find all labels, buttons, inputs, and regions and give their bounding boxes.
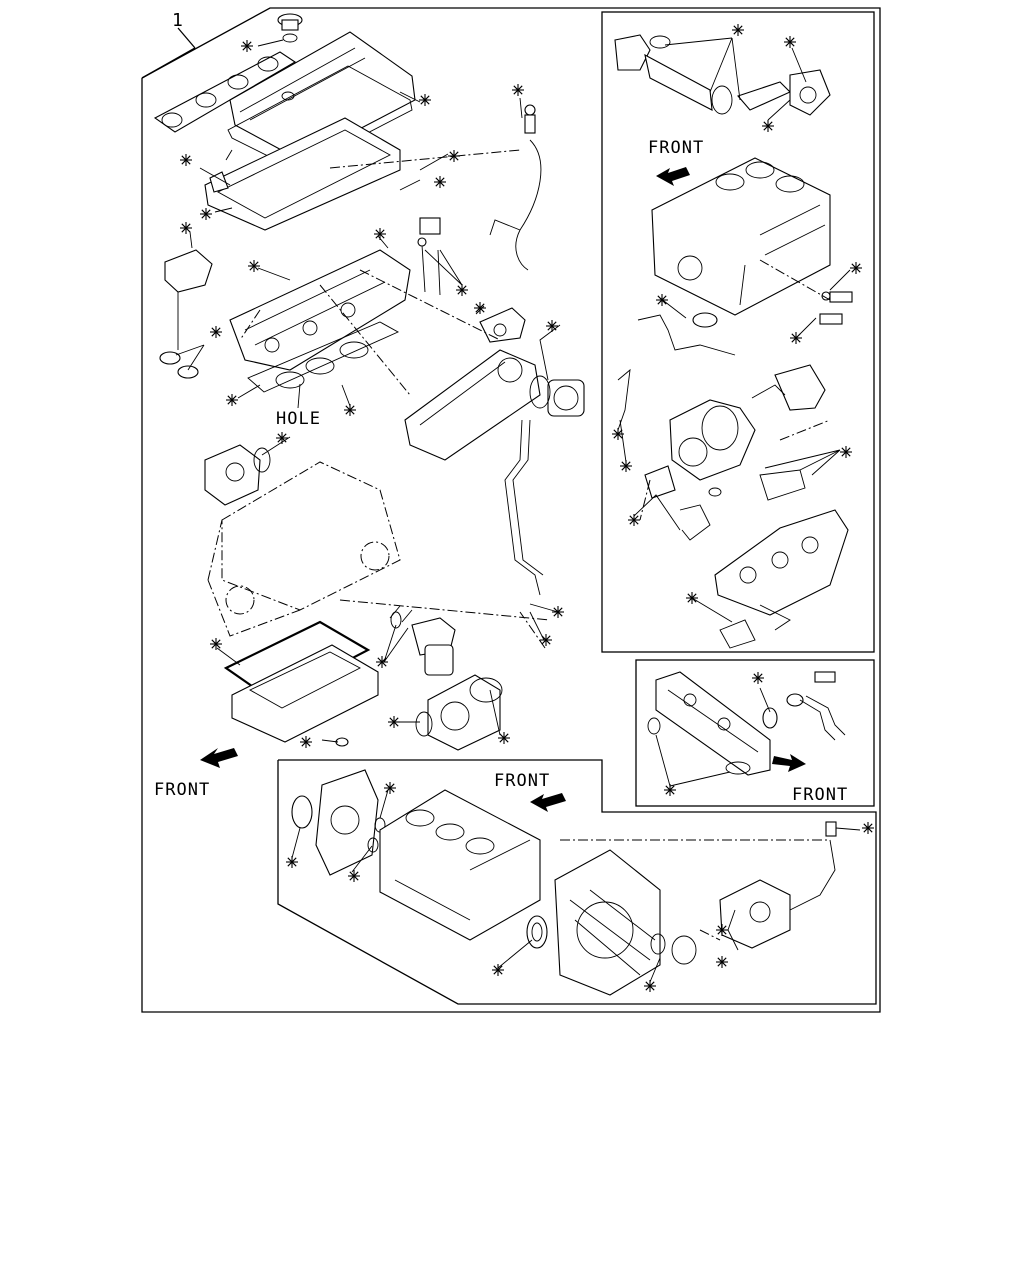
turbo-inset-panel: [601, 11, 875, 653]
turbo-oil-pipes: [617, 312, 736, 431]
asterisk-marker: [784, 36, 796, 48]
asterisk-marker: [716, 956, 728, 968]
asterisk-marker: [474, 302, 486, 314]
oil-filler-cap: [277, 13, 303, 43]
asterisk-marker: [226, 394, 238, 406]
asterisk-marker: [434, 176, 446, 188]
asterisk-marker: [448, 150, 460, 162]
front-arrow-middle-right: FRONT: [772, 754, 848, 805]
asterisk-marker: [492, 964, 504, 976]
front-arrow-upper-right: FRONT: [648, 138, 704, 186]
front-label-upper-right: FRONT: [648, 138, 704, 158]
asterisk-marker: [762, 120, 774, 132]
turbo-gaskets: [644, 465, 806, 541]
asterisk-marker: [384, 782, 396, 794]
asterisk-marker: [790, 332, 802, 344]
asterisk-marker: [512, 84, 524, 96]
kit-boundary: 1: [141, 7, 881, 1013]
asterisk-marker: [276, 432, 288, 444]
front-label-main: FRONT: [154, 780, 210, 800]
oil-pan: [231, 644, 379, 747]
front-label-middle-right: FRONT: [792, 785, 848, 805]
asterisk-marker: [656, 294, 668, 306]
asterisk-marker: [419, 94, 431, 106]
asterisk-marker: [840, 446, 852, 458]
dipstick-tube: [504, 419, 544, 596]
asterisk-marker: [664, 784, 676, 796]
item-number: 1: [172, 10, 183, 31]
asterisk-marker: [498, 732, 510, 744]
front-cover: [291, 769, 386, 876]
asterisk-marker: [374, 228, 386, 240]
asterisk-marker: [644, 980, 656, 992]
block-bolts: [819, 291, 853, 325]
asterisk-marker: [180, 154, 192, 166]
cylinder-head: [204, 117, 401, 231]
egr-valve: [479, 307, 526, 343]
asterisk-marker: [752, 672, 764, 684]
asterisk-marker: [241, 40, 253, 52]
asterisk-marker: [210, 638, 222, 650]
asterisk-marker: [540, 634, 552, 646]
asterisk-marker: [180, 222, 192, 234]
asterisk-marker: [612, 428, 624, 440]
asterisk-marker: [850, 262, 862, 274]
cylinder-block-bottom-inset: [379, 789, 541, 941]
oil-cooler-pipe: [762, 671, 846, 741]
asterisk-marker: [546, 320, 558, 332]
asterisk-marker: [620, 460, 632, 472]
asterisk-marker: [732, 24, 744, 36]
asterisk-marker: [628, 514, 640, 526]
asterisk-marker: [348, 870, 360, 882]
cylinder-block-turbo-inset: [651, 157, 831, 316]
oil-cooler-inset-panel: [635, 659, 875, 807]
injector-bolts: [417, 217, 441, 296]
sensor-harness: [489, 104, 542, 271]
thermostat-housing: [159, 249, 213, 379]
asterisk-marker: [300, 736, 312, 748]
asterisk-marker: [248, 260, 260, 272]
asterisk-marker: [376, 656, 388, 668]
asterisk-marker: [286, 856, 298, 868]
oil-cooler: [647, 671, 771, 776]
asterisk-markers: [180, 24, 874, 992]
asterisk-marker: [456, 284, 468, 296]
vacuum-pump: [719, 821, 837, 949]
flywheel-inset-panel: [277, 759, 877, 1005]
oil-pump-left: [204, 444, 271, 506]
exhaust-manifold-gasket: [153, 51, 297, 133]
asterisk-marker: [862, 822, 874, 834]
flywheel-housing: [554, 849, 697, 996]
intake-gasket-hole: HOLE: [247, 321, 400, 429]
throttle-body: [529, 375, 585, 417]
exhaust-manifold: [714, 509, 849, 649]
intake-pipe: [404, 349, 541, 461]
front-label-bottom: FRONT: [494, 771, 550, 791]
asterisk-marker: [388, 716, 400, 728]
leader-lines: [175, 37, 861, 983]
turbocharger: [669, 364, 826, 481]
egr-cooler-pipes: [614, 34, 831, 116]
hole-label: HOLE: [276, 409, 321, 429]
cylinder-block-main: [207, 461, 401, 637]
asterisk-marker: [686, 592, 698, 604]
rear-oil-seal: [526, 915, 548, 949]
asterisk-marker: [344, 404, 356, 416]
asterisk-marker: [200, 208, 212, 220]
water-pump: [415, 674, 503, 751]
front-arrow-main: FRONT: [154, 748, 238, 800]
asterisk-marker: [716, 924, 728, 936]
asterisk-marker: [210, 326, 222, 338]
head-cover-gasket: [227, 65, 413, 171]
asterisk-marker: [552, 606, 564, 618]
intake-manifold: [229, 249, 411, 371]
oil-filter: [389, 605, 456, 676]
front-arrow-bottom: FRONT: [494, 771, 566, 812]
